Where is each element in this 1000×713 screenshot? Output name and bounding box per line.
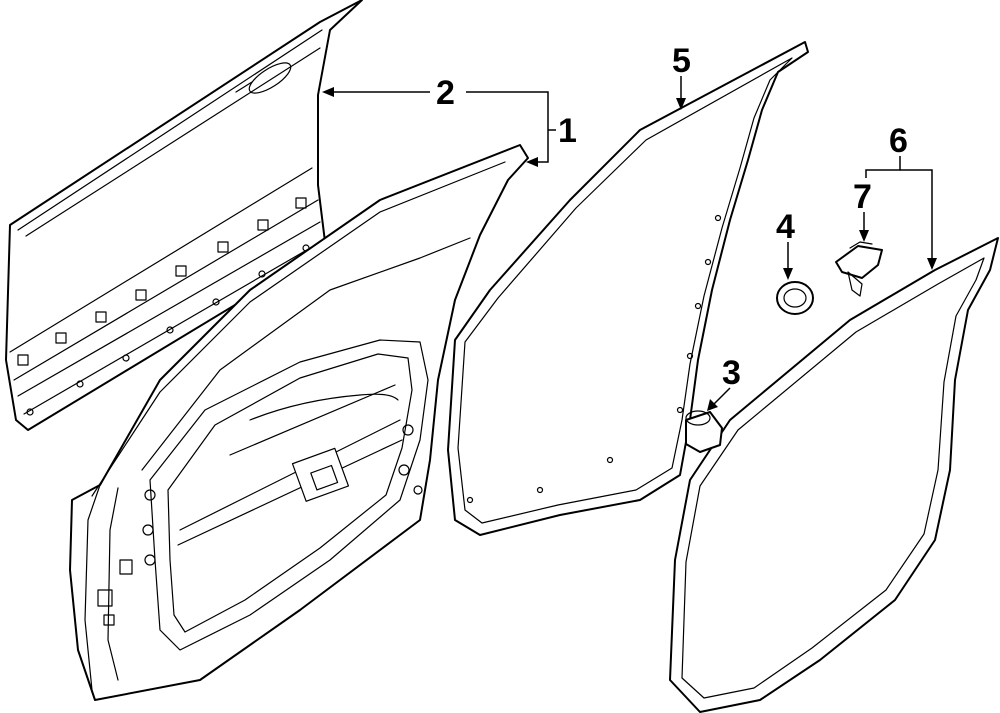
callout-3: 3	[722, 354, 741, 392]
door-weatherstrip	[447, 41, 809, 536]
callout-2: 2	[436, 74, 455, 112]
body-weatherstrip	[669, 237, 999, 713]
grommet	[776, 281, 814, 315]
callout-7: 7	[853, 178, 872, 216]
callout-4: 4	[776, 208, 795, 246]
door-bumper	[685, 410, 723, 453]
callout-6: 6	[889, 122, 908, 160]
retaining-clip	[835, 241, 883, 297]
outer-door-panel	[5, 0, 363, 431]
callout-5: 5	[672, 42, 691, 80]
door-shell	[69, 144, 529, 701]
leader-lines	[322, 76, 937, 411]
callout-1: 1	[558, 112, 577, 150]
